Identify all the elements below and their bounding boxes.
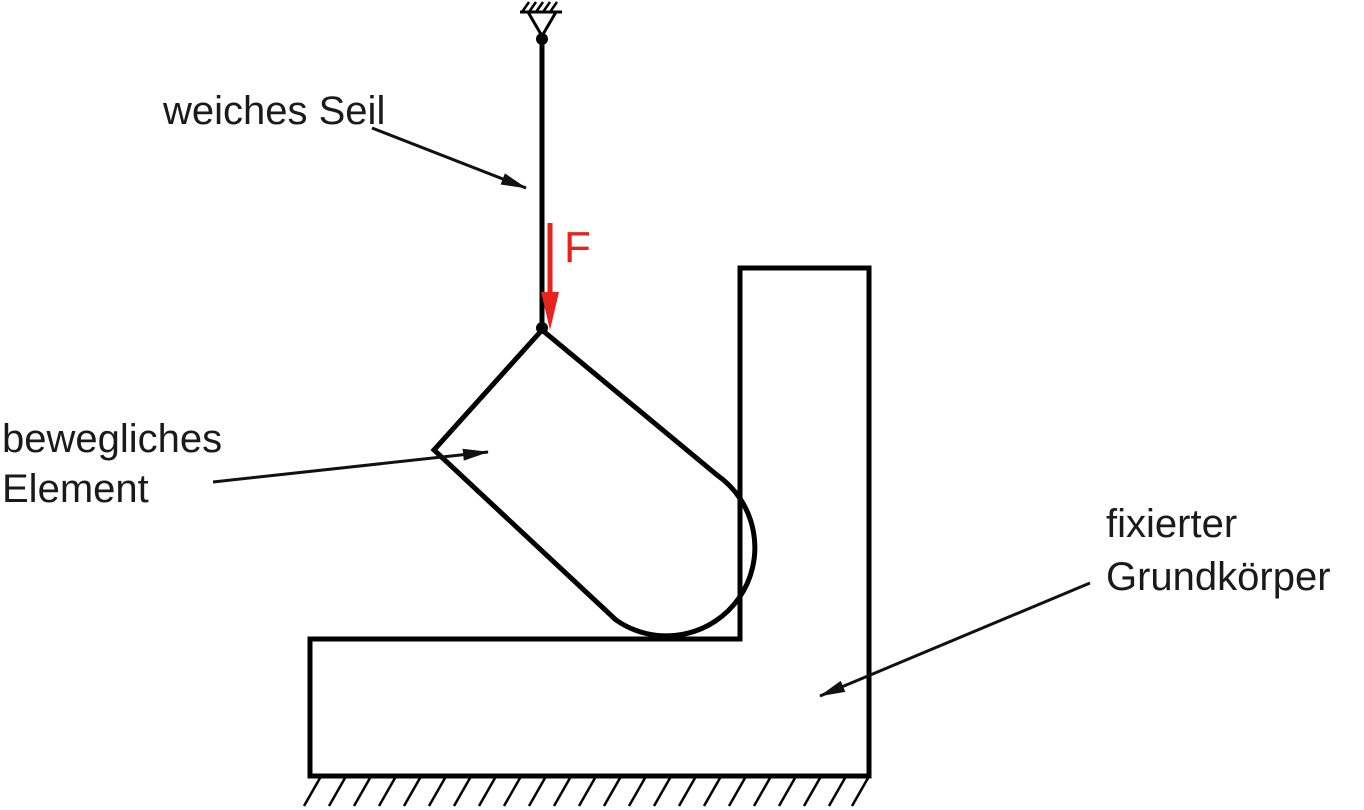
base-label-line1: fixierter	[1106, 502, 1237, 546]
ground-hatching	[302, 777, 870, 807]
top-support-hatching	[520, 1, 559, 13]
top-pin-support	[520, 1, 562, 45]
force-arrow	[541, 223, 559, 330]
rope-label: weiches Seil	[162, 89, 385, 133]
force-label: F	[564, 223, 591, 272]
base-label-line2: Grundkörper	[1106, 555, 1331, 599]
rope-attachment-joint	[536, 322, 548, 334]
element-leader-arrow	[212, 448, 489, 484]
base-leader-arrow	[819, 581, 1091, 698]
movable-element	[430, 326, 758, 639]
fixed-base-body	[307, 265, 872, 779]
rope-leader-arrow	[371, 126, 527, 190]
element-label-line1: bewegliches	[2, 417, 222, 461]
element-label-line2: Element	[2, 467, 149, 511]
